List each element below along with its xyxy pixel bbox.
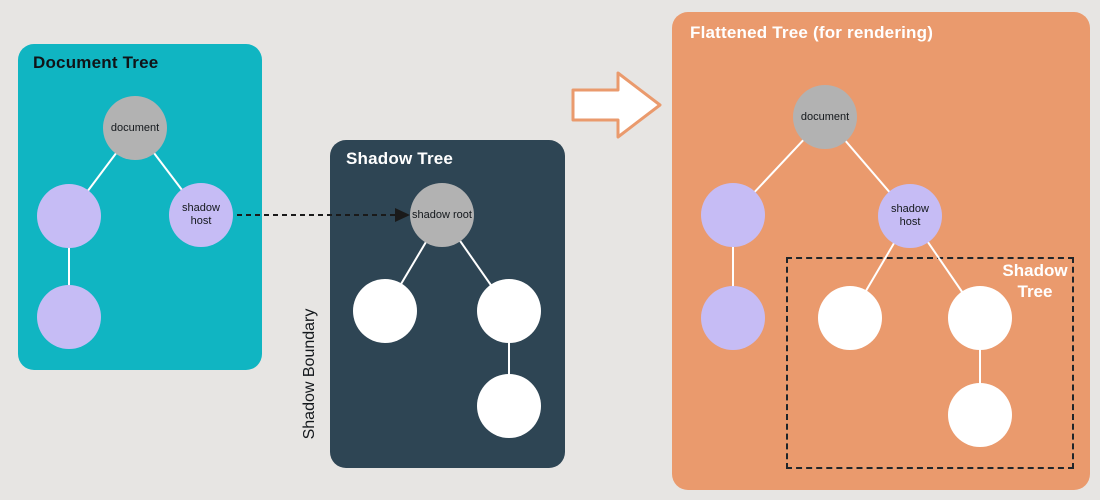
flattened-shadow-tree-dashed-box [786, 257, 1074, 469]
doc-document-node: document [103, 96, 167, 160]
flat-grandchild-node [701, 286, 765, 350]
shadow-root-node: shadow root [410, 183, 474, 247]
doc-grandchild-node [37, 285, 101, 349]
flat-document-node: document [793, 85, 857, 149]
shadow-grandchild-node [477, 374, 541, 438]
flat-child-node [701, 183, 765, 247]
flat-shadow-child-right-node [948, 286, 1012, 350]
doc-shadow-host-node: shadow host [169, 183, 233, 247]
flat-shadow-child-left-node [818, 286, 882, 350]
doc-child-node [37, 184, 101, 248]
shadow-tree-title: Shadow Tree [346, 149, 454, 168]
shadow-child-right-node [477, 279, 541, 343]
shadow-host-to-root-arrow [237, 208, 410, 222]
document-tree-title: Document Tree [33, 53, 159, 72]
shadow-boundary-label: Shadow Boundary [301, 308, 318, 440]
flattened-shadow-tree-label: Shadow Tree [1002, 261, 1068, 302]
shadow-child-left-node [353, 279, 417, 343]
flattened-tree-edges [732, 116, 981, 415]
flattened-tree-title: Flattened Tree (for rendering) [690, 23, 934, 42]
flat-shadow-host-node: shadow host [878, 184, 942, 248]
flattened-tree-panel: Flattened Tree (for rendering) [672, 12, 1090, 490]
flatten-arrow-icon [571, 71, 662, 139]
flat-shadow-grandchild-node [948, 383, 1012, 447]
